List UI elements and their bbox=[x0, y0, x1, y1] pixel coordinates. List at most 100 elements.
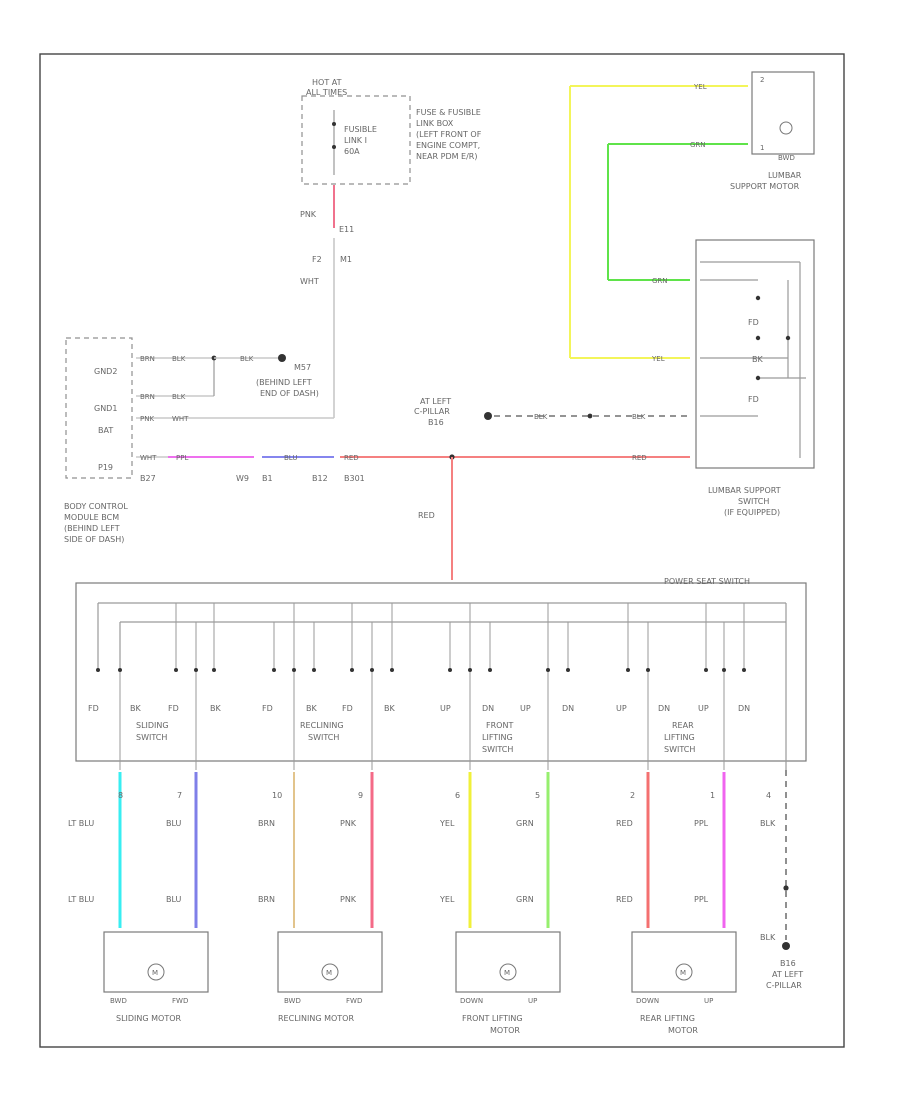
switch-pole-node bbox=[742, 668, 746, 672]
ground-m57-line1: (BEHIND LEFT bbox=[256, 378, 312, 387]
lumbar-ground-splice bbox=[587, 413, 593, 419]
lumbar-motor-label-1: LUMBAR bbox=[768, 171, 802, 180]
ground-m57-id: M57 bbox=[294, 363, 311, 372]
front-lifting-motor-left: DOWN bbox=[460, 997, 483, 1005]
sliding-motor-box bbox=[103, 931, 209, 993]
harness-color-top-8: PPL bbox=[694, 819, 709, 828]
conn-b12-label: B12 bbox=[312, 474, 328, 483]
reclining-motor: M BWD FWD RECLINING MOTOR bbox=[277, 931, 383, 1023]
harness-pin-4: 9 bbox=[358, 791, 363, 800]
bcm-wire-2: BLK bbox=[172, 355, 186, 363]
switch-pole-node bbox=[390, 668, 394, 672]
front-lifting-motor: M DOWN UP FRONT LIFTING MOTOR bbox=[455, 931, 561, 1035]
fuse-box-label-1: FUSE & FUSIBLE bbox=[416, 108, 481, 117]
harness-pin-7: 2 bbox=[630, 791, 635, 800]
front-lifting-motor-name-1: FRONT LIFTING bbox=[462, 1014, 523, 1023]
switch-pole-node bbox=[312, 668, 316, 672]
harness-color-bottom-8: PPL bbox=[694, 895, 709, 904]
harness-color-top-4: PNK bbox=[340, 819, 357, 828]
lumbar-switch-label-1: LUMBAR SUPPORT bbox=[708, 486, 781, 495]
power-seat-switch-outline bbox=[75, 582, 807, 762]
all-times-label: ALL TIMES bbox=[306, 88, 347, 97]
bcm-wire-3: BRN bbox=[140, 393, 155, 401]
harness-color-bottom-4: PNK bbox=[340, 895, 357, 904]
harness-color-bottom-7: RED bbox=[616, 895, 633, 904]
lumbar-blk-label-1: BLK bbox=[534, 413, 548, 421]
fuse-box-label-2: LINK BOX bbox=[416, 119, 454, 128]
front-lifting-motor-right: UP bbox=[528, 997, 537, 1005]
bcm-label-1: BODY CONTROL bbox=[64, 502, 128, 511]
pin-label-16: DN bbox=[738, 704, 750, 713]
pin-label-3: FD bbox=[168, 704, 179, 713]
diagram-frame bbox=[39, 53, 845, 1048]
reclining-motor-right: FWD bbox=[346, 997, 362, 1005]
conn-w9-label: W9 bbox=[236, 474, 249, 483]
harness-color-top-2: BLU bbox=[166, 819, 182, 828]
pin-label-5: FD bbox=[262, 704, 273, 713]
lumbar-motor-outline bbox=[751, 71, 815, 155]
power-seat-switch-title: POWER SEAT SWITCH bbox=[664, 577, 750, 586]
fusible-link-node-bottom bbox=[332, 145, 336, 149]
bcm-pin-gnd1: GND1 bbox=[94, 404, 117, 413]
fusible-link-label-1: FUSIBLE bbox=[344, 125, 377, 134]
conn-e11-label: E11 bbox=[339, 225, 354, 234]
bcm-pin-p19: P19 bbox=[98, 463, 113, 472]
harness-pin-6: 5 bbox=[535, 791, 540, 800]
harness-color-bottom-2: BLU bbox=[166, 895, 182, 904]
harness-pin-5: 6 bbox=[455, 791, 460, 800]
sliding-motor-icon bbox=[147, 963, 165, 981]
ground-m57-line2: END OF DASH) bbox=[260, 389, 319, 398]
lumbar-motor-pin1: 1 bbox=[760, 144, 764, 152]
lumbar-motor-yel-label: YEL bbox=[693, 83, 707, 91]
bcm-wire-5: PNK bbox=[140, 415, 154, 423]
rear-lifting-label-2: LIFTING bbox=[664, 733, 695, 742]
pin-label-15: UP bbox=[698, 704, 709, 713]
lumbar-switch-node-4 bbox=[785, 335, 791, 341]
rear-lifting-motor-name-2: MOTOR bbox=[668, 1026, 698, 1035]
pin-label-13: UP bbox=[616, 704, 627, 713]
lumbar-switch-fd2: FD bbox=[748, 395, 759, 404]
rear-lifting-label-1: REAR bbox=[672, 721, 694, 730]
switch-pole-node bbox=[722, 668, 726, 672]
front-lifting-label-2: LIFTING bbox=[482, 733, 513, 742]
lumbar-switch-grn-label: GRN bbox=[652, 277, 668, 285]
switch-pole-node bbox=[566, 668, 570, 672]
pin-label-6: BK bbox=[306, 704, 317, 713]
harness-color-top-6: GRN bbox=[516, 819, 534, 828]
switch-pole-node bbox=[272, 668, 276, 672]
rear-lifting-motor-symbol: M bbox=[680, 969, 686, 977]
harness-color-top-7: RED bbox=[616, 819, 633, 828]
bcm-pin-bat: BAT bbox=[98, 426, 113, 435]
lumbar-motor-pin2: 2 bbox=[760, 76, 764, 84]
sliding-motor: M BWD FWD SLIDING MOTOR bbox=[103, 931, 209, 1023]
ground-b16-bottom-line2: C-PILLAR bbox=[766, 981, 802, 990]
bcm-p19-red-label: RED bbox=[344, 454, 359, 462]
harness-color-top-1: LT BLU bbox=[68, 819, 94, 828]
pin-label-7: FD bbox=[342, 704, 353, 713]
sliding-motor-name: SLIDING MOTOR bbox=[116, 1014, 182, 1023]
switch-pole-node bbox=[546, 668, 550, 672]
harness-pin-9: 4 bbox=[766, 791, 771, 800]
wht-feed-label: WHT bbox=[300, 277, 319, 286]
red-to-seat-label: RED bbox=[418, 511, 435, 520]
pnk-feed-label: PNK bbox=[300, 210, 317, 219]
harness-pin-2: 7 bbox=[177, 791, 182, 800]
harness-wires bbox=[118, 770, 787, 940]
pin-label-9: UP bbox=[440, 704, 451, 713]
switch-pole-node bbox=[626, 668, 630, 672]
reclining-motor-name: RECLINING MOTOR bbox=[278, 1014, 354, 1023]
lumbar-motor-grn-label: GRN bbox=[690, 141, 706, 149]
seat-switch-poles bbox=[96, 603, 746, 770]
bcm-label-4: SIDE OF DASH) bbox=[64, 535, 124, 544]
pin-label-12: DN bbox=[562, 704, 574, 713]
ground-b16-top-icon bbox=[484, 412, 492, 420]
conn-b27-label: B27 bbox=[140, 474, 156, 483]
switch-pole-node bbox=[292, 668, 296, 672]
harness-color-top-3: BRN bbox=[258, 819, 275, 828]
lumbar-switch-outline bbox=[695, 239, 815, 469]
lumbar-motor-label-2: SUPPORT MOTOR bbox=[730, 182, 800, 191]
rear-lifting-motor-box bbox=[631, 931, 737, 993]
lumbar-switch-label-2: SWITCH bbox=[738, 497, 769, 506]
switch-pole-node bbox=[212, 668, 216, 672]
